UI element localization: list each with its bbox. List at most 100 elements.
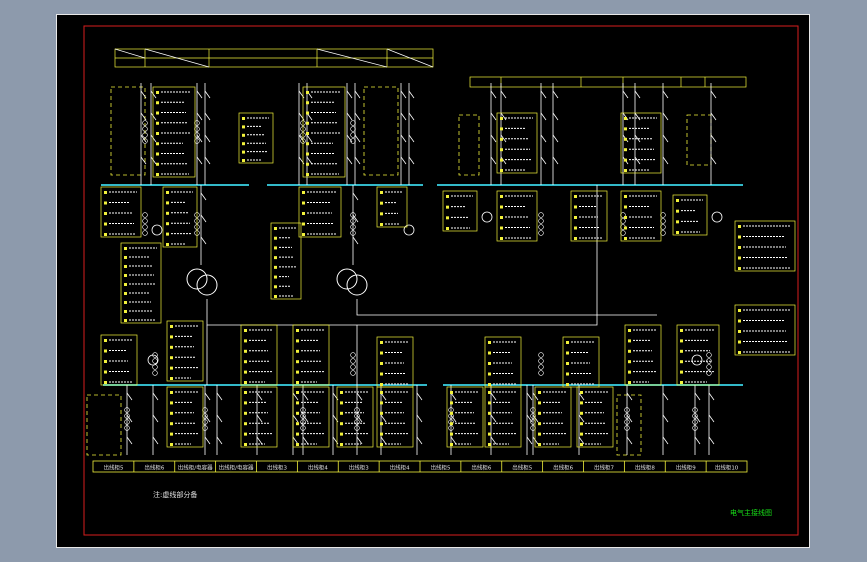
current-transformer — [194, 120, 200, 126]
panel-bullet — [450, 443, 453, 446]
panel-bullet — [274, 227, 277, 230]
switch-symbol — [552, 156, 559, 165]
switch-symbol — [196, 134, 203, 143]
switch-symbol — [710, 134, 717, 143]
current-transformer — [620, 218, 626, 224]
switch-symbol — [622, 112, 629, 121]
panel-bullet — [104, 381, 107, 384]
switch-symbol — [292, 392, 299, 401]
switch-symbol — [356, 414, 363, 423]
panel-bullet — [676, 231, 679, 234]
panel-bullet — [244, 391, 247, 394]
panel-bullet — [124, 292, 127, 295]
current-transformer — [660, 218, 666, 224]
panel-bullet — [488, 383, 491, 386]
panel-bullet — [170, 377, 173, 380]
spare-bay — [86, 394, 122, 456]
equipment-panel — [446, 386, 484, 448]
panel-bullet — [488, 443, 491, 446]
panel-bullet — [446, 195, 449, 198]
current-transformer — [350, 120, 356, 126]
switch-symbol — [152, 392, 159, 401]
panel-bullet — [340, 391, 343, 394]
panel-bullet — [380, 362, 383, 365]
panel-bullet — [624, 216, 627, 219]
panel-bullet — [624, 169, 627, 172]
current-transformer — [354, 413, 360, 419]
panel-bullet — [450, 391, 453, 394]
panel-bullet — [500, 127, 503, 131]
switch-symbol — [204, 134, 211, 143]
panel-bullet — [574, 226, 577, 230]
panel-bullet — [242, 142, 245, 146]
panel-bullet — [500, 158, 503, 162]
switch-symbol — [532, 436, 539, 445]
panel-bullet — [680, 339, 683, 343]
panel-bullet — [580, 443, 583, 446]
panel-bullet — [500, 205, 503, 209]
panel-bullet — [156, 173, 159, 176]
current-transformer — [350, 212, 356, 218]
panel-bullet — [124, 274, 127, 277]
panel-bullet — [340, 443, 343, 446]
current-transformer — [660, 224, 666, 230]
equipment-panel — [240, 324, 278, 386]
panel-bullet — [446, 205, 449, 209]
panel-bullet — [380, 422, 383, 426]
current-transformer — [152, 370, 158, 376]
panel-bullet — [306, 162, 309, 166]
panel-bullet — [580, 411, 583, 415]
panel-bullet — [296, 381, 299, 384]
switch-symbol — [400, 134, 407, 143]
switch-symbol — [532, 414, 539, 423]
equipment-panel — [298, 186, 342, 238]
panel-bullet — [170, 366, 173, 370]
switch-symbol — [626, 392, 633, 401]
current-transformer — [660, 230, 666, 236]
switch-symbol — [662, 134, 669, 143]
header-table-left — [114, 48, 434, 68]
panel-bullet — [500, 117, 503, 120]
switch-symbol — [204, 414, 211, 423]
equipment-panel — [624, 324, 662, 386]
equipment-panel — [442, 190, 478, 232]
current-transformer — [142, 138, 148, 144]
switch-symbol — [196, 156, 203, 165]
panel-bullet — [566, 362, 569, 365]
panel-bullet — [302, 222, 305, 226]
panel-bullet — [156, 111, 159, 115]
panel-bullet — [166, 243, 169, 246]
panel-bullet — [244, 370, 247, 374]
current-transformer — [538, 358, 544, 364]
panel-bullet — [104, 349, 107, 353]
panel-bullet — [380, 432, 383, 436]
panel-bullet — [340, 422, 343, 426]
current-transformer — [538, 352, 544, 358]
transformer-1-secondary — [196, 274, 218, 296]
switch-symbol — [552, 134, 559, 143]
switch-symbol — [552, 90, 559, 99]
panel-bullet — [242, 117, 245, 120]
current-transformer — [194, 132, 200, 138]
switch-symbol — [500, 90, 507, 99]
current-transformer — [692, 413, 698, 419]
panel-bullet — [488, 411, 491, 415]
switch-symbol — [708, 436, 715, 445]
panel-bullet — [624, 127, 627, 131]
current-transformer — [350, 218, 356, 224]
current-transformer — [350, 224, 356, 230]
switch-symbol — [140, 112, 147, 121]
panel-bullet — [124, 265, 127, 268]
panel-bullet — [242, 125, 245, 129]
current-transformer — [530, 419, 536, 425]
equipment-panel — [676, 324, 720, 386]
panel-bullet — [104, 233, 107, 236]
switch-symbol — [140, 90, 147, 99]
panel-bullet — [624, 117, 627, 120]
bottom-label: 出线柜6 — [144, 463, 165, 471]
panel-bullet — [296, 432, 299, 436]
current-transformer — [202, 425, 208, 431]
panel-bullet — [628, 349, 631, 353]
panel-bullet — [104, 339, 107, 342]
